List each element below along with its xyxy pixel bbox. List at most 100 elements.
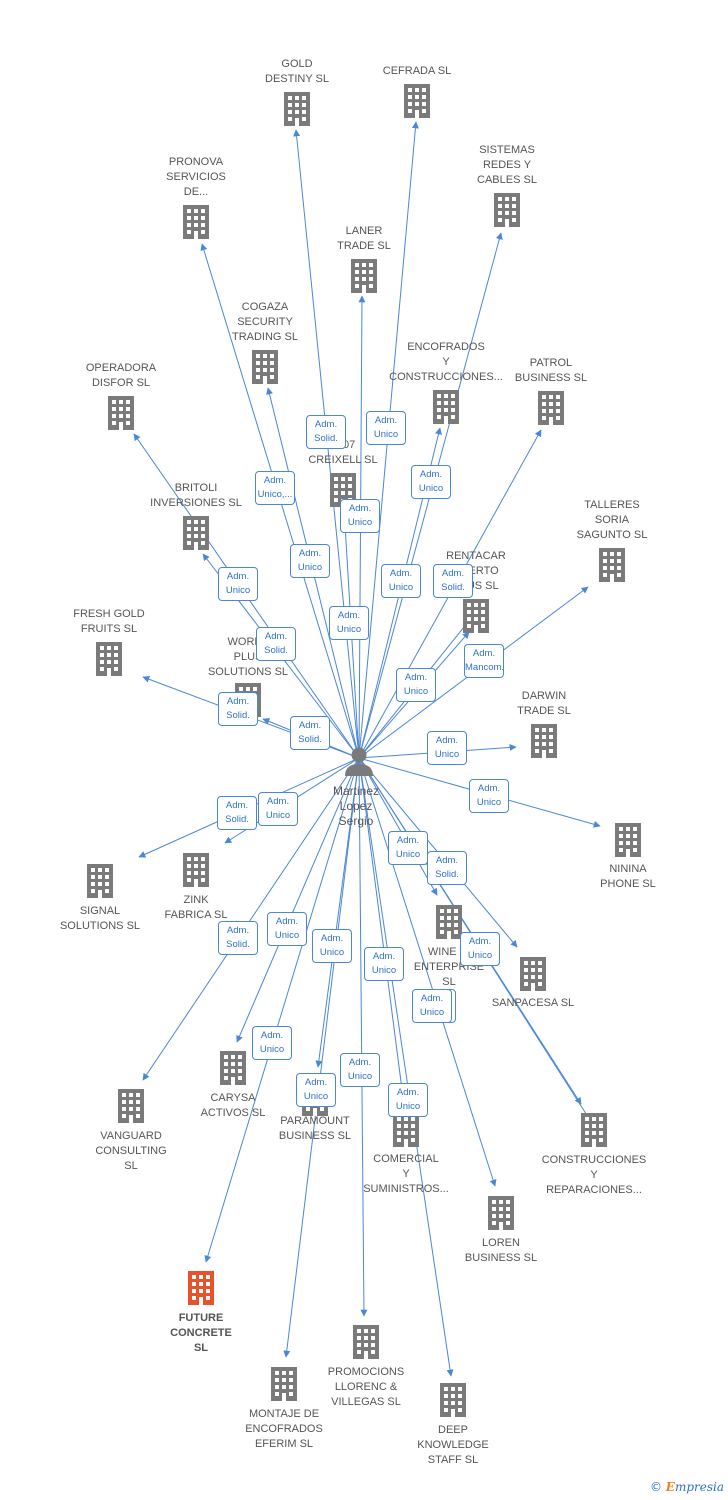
company-label-sanpacesa[interactable]: SANPACESA SL [471, 996, 595, 1011]
relation-badge[interactable]: Adm.Solid. [256, 627, 296, 661]
relation-badge[interactable]: Adm.Unico [396, 668, 436, 702]
relation-badge[interactable]: Adm.Unico [388, 831, 428, 865]
building-icon[interactable] [599, 548, 625, 582]
relation-badge[interactable]: Adm.Solid. [433, 564, 473, 598]
relation-badge[interactable]: Adm.Unico [290, 544, 330, 578]
building-icon[interactable] [463, 599, 489, 633]
relation-badge[interactable]: Adm.Unico [427, 731, 467, 765]
relation-badge[interactable]: Adm.Unico,... [255, 471, 295, 505]
relation-badge[interactable]: Adm.Unico [218, 567, 258, 601]
relation-badge[interactable]: Adm.Solid. [218, 921, 258, 955]
building-icon[interactable] [188, 1271, 214, 1305]
building-icon[interactable] [538, 391, 564, 425]
building-icon[interactable] [393, 1113, 419, 1147]
relation-badge[interactable]: Adm.Unico [258, 792, 298, 826]
building-icon[interactable] [284, 92, 310, 126]
building-icon[interactable] [271, 1367, 297, 1401]
building-icon[interactable] [494, 193, 520, 227]
company-label-line: NININA [609, 863, 647, 875]
relation-badge[interactable]: Adm.Solid. [218, 692, 258, 726]
building-icon[interactable] [488, 1196, 514, 1230]
building-icon[interactable] [252, 350, 278, 384]
building-icon[interactable] [220, 1051, 246, 1085]
relation-badge-line: Adm. [396, 1087, 420, 1098]
relation-badge[interactable]: Adm.Solid. [290, 716, 330, 750]
relation-badge-line: Unico [347, 1071, 373, 1082]
company-label-line: INVERSIONES SL [150, 497, 242, 509]
relation-badge[interactable]: Adm.Unico [296, 1073, 336, 1107]
relation-badge-line: Unico [395, 1101, 421, 1112]
relation-badge[interactable]: Adm.Mancom. [464, 644, 504, 678]
relation-badge-line: Adm. [441, 568, 465, 579]
company-label-line: SL [124, 1160, 138, 1172]
relation-badge[interactable]: Adm.Unico [364, 947, 404, 981]
relation-badge[interactable]: Adm.Unico [469, 779, 509, 813]
company-label-cefrada[interactable]: CEFRADA SL [355, 64, 479, 79]
copyright-notice[interactable]: © Empresia [650, 1480, 724, 1494]
relation-badge[interactable]: Adm.Solid. [217, 796, 257, 830]
relation-badge[interactable]: Adm.Unico [340, 499, 380, 533]
relation-badge[interactable]: Adm. Unico [388, 1083, 428, 1117]
building-icon[interactable] [96, 642, 122, 676]
relation-badge-line: Adm. [419, 469, 443, 480]
building-icon[interactable] [353, 1325, 379, 1359]
company-label-line: CREIXELL SL [308, 454, 378, 466]
building-icon[interactable] [351, 259, 377, 293]
building-icon[interactable] [615, 823, 641, 857]
building-icon[interactable] [520, 957, 546, 991]
company-label-line: SL [193, 1342, 209, 1354]
building-icon[interactable] [436, 905, 462, 939]
building-icon[interactable] [183, 205, 209, 239]
building-icon[interactable] [531, 724, 557, 758]
person-name[interactable]: Martinez Lopez Sergio [311, 784, 401, 829]
company-label-line: CEFRADA SL [382, 65, 452, 77]
relation-badge[interactable]: Adm.Solid. [427, 851, 467, 885]
relation-badge[interactable]: Adm.Unico [267, 912, 307, 946]
relation-badge-line: Adm. [263, 475, 287, 486]
relation-badge[interactable]: Adm.Unico [252, 1026, 292, 1060]
building-icon[interactable] [118, 1089, 144, 1123]
relation-badge[interactable]: Adm.Unico [460, 932, 500, 966]
building-icon[interactable] [183, 853, 209, 887]
building-icon[interactable] [581, 1113, 607, 1147]
building-icon[interactable] [404, 84, 430, 118]
relation-badge[interactable]: Adm.Unico [329, 606, 369, 640]
relation-badge[interactable]: Adm.Unico [381, 564, 421, 598]
relation-badge[interactable]: Adm.Unico [312, 929, 352, 963]
building-icon[interactable] [433, 390, 459, 424]
building-icon[interactable] [87, 864, 113, 898]
building-icon[interactable] [108, 396, 134, 430]
building-icon[interactable] [440, 1383, 466, 1417]
relation-badge[interactable]: Adm.Unico [340, 1053, 380, 1087]
relation-badge[interactable]: Adm.Unico [366, 411, 406, 445]
relation-badge[interactable]: Adm.Solid. [306, 415, 346, 449]
relation-badge[interactable]: Adm.Unico [411, 465, 451, 499]
building-icon[interactable] [183, 516, 209, 550]
relation-badge[interactable]: Adm.Unico [412, 989, 452, 1023]
